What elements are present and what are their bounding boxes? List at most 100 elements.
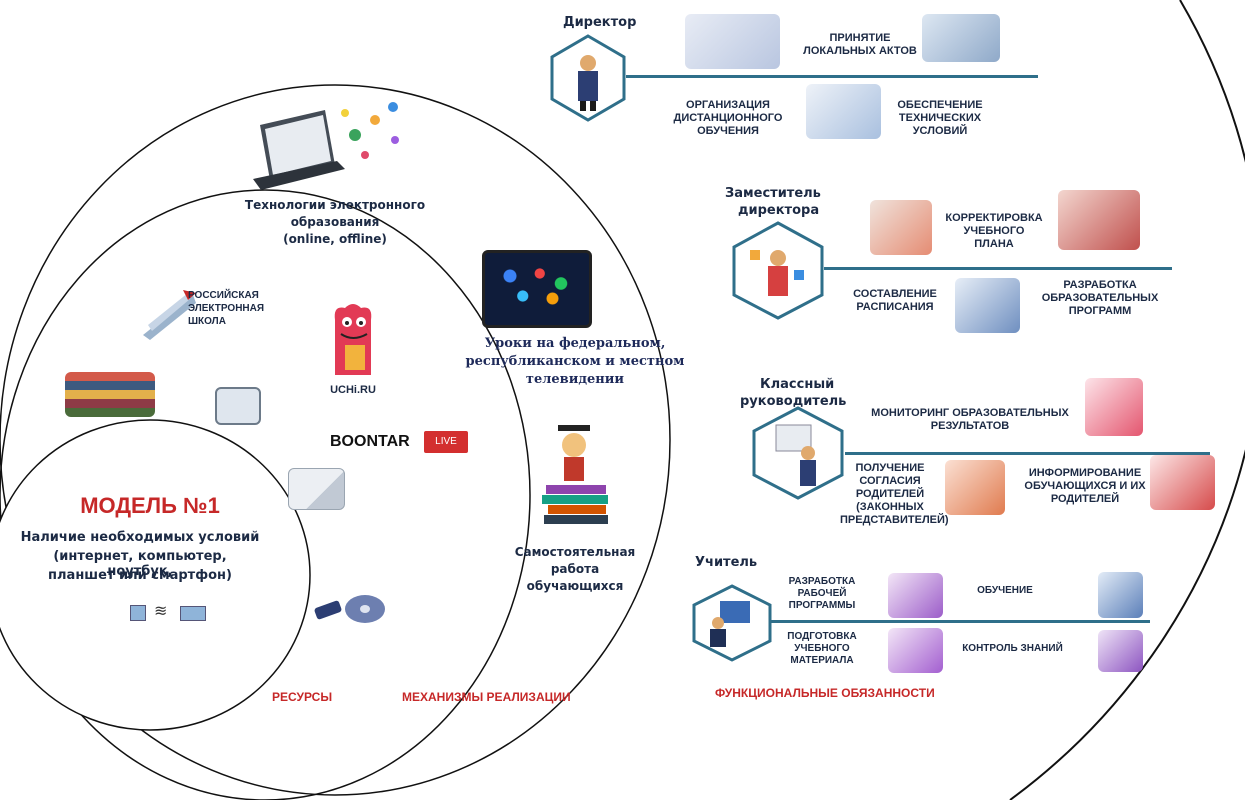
- director-duty-2-l2: ДИСТАНЦИОННОГО: [673, 112, 783, 124]
- teacher-duty-3-l1: ПОДГОТОВКА: [787, 631, 857, 642]
- teacher-illustration-4: [1098, 630, 1143, 672]
- director-duty-3-l1: ОБЕСПЕЧЕНИЕ: [897, 99, 983, 111]
- classteacher-illustration-3: [1150, 455, 1215, 510]
- res-school-label-1: РОССИЙСКАЯ: [188, 290, 259, 301]
- director-duty-3-l3: УСЛОВИЙ: [912, 125, 968, 137]
- deputy-duty-1-l3: ПЛАНА: [974, 238, 1014, 250]
- teacher-duty-1-l2: РАБОЧЕЙ: [797, 588, 847, 599]
- teacher-line: [770, 620, 1150, 623]
- teacher-illustration-1: [888, 573, 943, 618]
- resources-circle: [0, 189, 531, 800]
- self-line-1: Самостоятельная: [514, 545, 636, 559]
- classteacher-duty-2-l5: ПРЕДСТАВИТЕЛЕЙ): [840, 514, 949, 526]
- classteacher-hex-icon: [752, 406, 844, 500]
- teacher-hex-icon: [692, 584, 772, 662]
- usb-disk-icon: [314, 595, 385, 623]
- wifi-icon: ≋: [154, 601, 168, 620]
- laptop-icon: [180, 606, 206, 621]
- self-line-3: обучающихся: [526, 579, 624, 593]
- mechanisms-circle: [0, 84, 671, 796]
- director-illustration-1: [685, 14, 780, 69]
- director-duty-1-l2: ЛОКАЛЬНЫХ АКТОВ: [803, 45, 917, 57]
- tv-social-icon: [482, 250, 592, 328]
- director-duty-2-l3: ОБУЧЕНИЯ: [697, 125, 759, 137]
- classteacher-duty-3-l2: ОБУЧАЮЩИХСЯ И ИХ: [1024, 480, 1146, 492]
- role-deputy-name-2: директора: [738, 203, 820, 218]
- deputy-hex-icon: [732, 221, 824, 320]
- role-classteacher-name-1: Классный: [760, 377, 835, 392]
- elearning-laptop-icon: [253, 102, 399, 190]
- director-duty-3-l2: ТЕХНИЧЕСКИХ: [898, 112, 982, 124]
- model-circle: [0, 419, 311, 731]
- classteacher-duty-2-l1: ПОЛУЧЕНИЕ: [855, 462, 925, 474]
- tv-line-1: Уроки на федеральном,: [484, 336, 666, 351]
- director-illustration-3: [806, 84, 881, 139]
- teacher-illustration-2: [1098, 572, 1143, 618]
- deputy-duty-3-l1: РАЗРАБОТКА: [1063, 279, 1137, 291]
- live-text: LIVE: [435, 436, 457, 447]
- classteacher-duty-2-l2: СОГЛАСИЯ: [859, 475, 921, 487]
- classteacher-duty-3-l3: РОДИТЕЛЕЙ: [1050, 493, 1120, 505]
- teacher-duty-3-l3: МАТЕРИАЛА: [790, 655, 854, 666]
- deputy-illustration-1: [870, 200, 932, 255]
- deputy-illustration-3: [955, 278, 1020, 333]
- deputy-duty-2-l2: РАСПИСАНИЯ: [856, 301, 934, 313]
- classteacher-duty-1-l1: МОНИТОРИНГ ОБРАЗОВАТЕЛЬНЫХ: [871, 407, 1069, 419]
- director-hex-icon: [550, 34, 626, 122]
- teacher-illustration-3: [888, 628, 943, 673]
- teacher-duty-1-l1: РАЗРАБОТКА: [788, 576, 856, 587]
- role-classteacher-name-2: руководитель: [740, 394, 847, 409]
- label-mechanisms: МЕХАНИЗМЫ РЕАЛИЗАЦИИ: [402, 690, 571, 704]
- boontar-label: BOONTAR: [330, 433, 410, 450]
- classteacher-duty-3-l1: ИНФОРМИРОВАНИЕ: [1028, 467, 1142, 479]
- classteacher-illustration-2: [945, 460, 1005, 515]
- model-line-1: Наличие необходимых условий: [20, 530, 260, 545]
- teacher-duty-2-l1: ОБУЧЕНИЕ: [977, 585, 1033, 596]
- role-deputy-name-1: Заместитель: [725, 186, 821, 201]
- label-duties: ФУНКЦИОНАЛЬНЫЕ ОБЯЗАННОСТИ: [715, 686, 935, 700]
- deputy-line: [824, 267, 1172, 270]
- monitor-icon: [215, 387, 261, 425]
- model-line-3: планшет или смартфон): [48, 568, 232, 583]
- label-resources: РЕСУРСЫ: [272, 690, 333, 704]
- res-school-label-3: ШКОЛА: [188, 316, 226, 327]
- classteacher-duty-2-l4: (ЗАКОННЫХ: [856, 501, 924, 513]
- res-school-label-2: ЭЛЕКТРОННАЯ: [188, 303, 265, 314]
- outer-circle-arc: [1009, 0, 1245, 800]
- director-duty-1-l1: ПРИНЯТИЕ: [829, 32, 891, 44]
- tv-apps: [493, 261, 578, 311]
- director-illustration-2: [922, 14, 1000, 62]
- classteacher-duty-1-l2: РЕЗУЛЬТАТОВ: [930, 420, 1010, 432]
- director-line: [626, 75, 1038, 78]
- model-title: МОДЕЛЬ №1: [80, 493, 220, 518]
- classteacher-duty-2-l3: РОДИТЕЛЕЙ: [855, 488, 925, 500]
- deputy-duty-3-l2: ОБРАЗОВАТЕЛЬНЫХ: [1041, 292, 1159, 304]
- teacher-duty-3-l2: УЧЕБНОГО: [794, 643, 850, 654]
- deputy-duty-1-l1: КОРРЕКТИРОВКА: [945, 212, 1043, 224]
- tv-line-3: телевидении: [525, 372, 625, 387]
- classteacher-line: [845, 452, 1210, 455]
- uchi-label: UCHi.RU: [330, 384, 376, 396]
- student-books-icon: [542, 425, 608, 524]
- tv-line-2: республиканском и местном: [465, 354, 685, 369]
- role-director-name: Директор: [563, 15, 637, 30]
- uchi-dragon-icon: [334, 304, 372, 375]
- deputy-illustration-2: [1058, 190, 1140, 250]
- tablet-icon: [130, 605, 146, 621]
- role-teacher-name: Учитель: [695, 555, 758, 570]
- teacher-duty-4-l1: КОНТРОЛЬ ЗНАНИЙ: [962, 643, 1063, 654]
- self-line-2: работа: [550, 562, 600, 576]
- deputy-duty-3-l3: ПРОГРАММ: [1068, 305, 1132, 317]
- books-stack-icon: [65, 372, 155, 417]
- res-school-logo-icon: [143, 290, 196, 340]
- deputy-duty-2-l1: СОСТАВЛЕНИЕ: [853, 288, 937, 300]
- model-line-2: (интернет, компьютер, ноутбук,: [53, 549, 227, 579]
- teacher-duty-1-l3: ПРОГРАММЫ: [788, 600, 856, 611]
- printer-docs-icon: [288, 468, 345, 510]
- tech-line-1: Технологии электронного: [244, 198, 426, 212]
- tech-line-3: (online, offline): [283, 232, 387, 246]
- boontar-live-badge: LIVE: [424, 431, 468, 453]
- classteacher-illustration-1: [1085, 378, 1143, 436]
- device-icons: ≋: [120, 601, 220, 623]
